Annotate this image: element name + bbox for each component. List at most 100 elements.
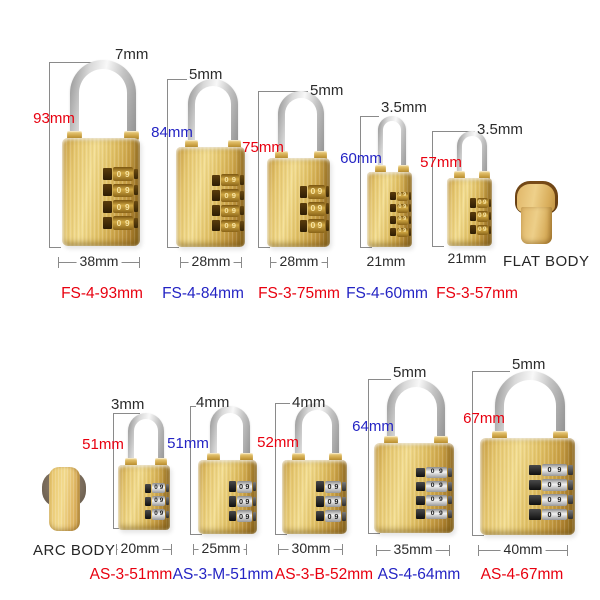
body-height-label: 60mm (340, 150, 382, 167)
shackle-collar-left (184, 140, 198, 149)
dial-digit: 0 (116, 185, 122, 196)
width-tick-right (566, 545, 568, 556)
body-height-label: 57mm (420, 154, 462, 171)
dial-edge (240, 221, 244, 231)
dial-digit: 9 (403, 204, 407, 211)
dial-edge (342, 496, 346, 507)
body-width-label: 28mm (188, 254, 234, 269)
shackle-diameter-label: 4mm (292, 394, 326, 411)
width-tick-left (180, 257, 182, 268)
dial-edge (240, 205, 244, 216)
dial-button (529, 479, 541, 491)
dial-digit: 9 (403, 228, 407, 235)
model-label: AS-4-64mm (377, 566, 461, 583)
model-label: FS-4-60mm (346, 285, 428, 302)
body-width-label: 35mm (390, 542, 436, 557)
dial-digit: 9 (245, 496, 250, 506)
shackle-collar-left (491, 431, 507, 440)
dial-button (299, 202, 308, 215)
dial-button (315, 481, 324, 492)
width-tick-right (138, 257, 140, 268)
shackle-collar-right (397, 165, 409, 174)
flat-body-label: FLAT BODY (503, 253, 590, 270)
dial-edge (134, 201, 139, 212)
shackle-diameter-label: 7mm (115, 46, 149, 63)
dial-edge (342, 482, 346, 492)
height-dimension-line (275, 403, 277, 534)
dial-button (315, 496, 324, 507)
dial-edge (488, 225, 492, 234)
dial-digit: 9 (317, 186, 323, 197)
dial-digit: 9 (125, 217, 130, 228)
dial-digit: 0 (239, 481, 244, 491)
dial-button (228, 496, 236, 507)
dial-digit: 0 (547, 495, 552, 505)
dial-digit: 0 (547, 465, 552, 475)
height-dimension-line (360, 116, 362, 247)
width-tick-left (116, 544, 118, 555)
dial-edge (166, 497, 169, 506)
height-dimension-bottom-tick (368, 533, 380, 535)
dial-edge (408, 192, 412, 200)
width-tick-left (376, 545, 378, 556)
body-height-label: 75mm (242, 139, 284, 156)
dial-edge (568, 480, 574, 490)
height-dimension-bottom-tick (167, 247, 179, 249)
dial-digit: 0 (154, 497, 158, 505)
dial-edge (240, 175, 244, 185)
height-dimension-line (113, 413, 115, 528)
shackle-opening (194, 86, 231, 159)
dial-digit: 9 (482, 225, 487, 233)
dial-digit: 9 (482, 198, 487, 206)
width-tick-right (326, 257, 328, 268)
dial-digit: 9 (159, 484, 164, 492)
height-dimension-bottom-tick (190, 534, 202, 536)
dial-digit: 9 (439, 468, 443, 476)
shackle-collar-right (124, 131, 139, 140)
height-dimension-bottom-tick (360, 247, 372, 249)
shackle-collar-right (434, 436, 448, 445)
height-dimension-line (368, 379, 370, 533)
arc-body-label: ARC BODY (33, 542, 116, 559)
dial-button (145, 483, 152, 493)
dial-digit: 9 (439, 482, 443, 490)
dial-digit: 9 (403, 216, 407, 223)
flat-body-image (513, 181, 559, 244)
dial-digit: 9 (557, 509, 562, 519)
body-height-label: 64mm (352, 418, 394, 435)
dial-digit: 9 (317, 220, 323, 231)
dial-digit: 9 (439, 495, 443, 503)
model-label: FS-4-93mm (61, 285, 143, 302)
shackle-dimension-line (432, 131, 475, 133)
body-height-label: 84mm (151, 124, 193, 141)
dial-digit: 0 (478, 225, 482, 233)
body-height-label: 51mm (167, 435, 209, 452)
dial-edge (408, 204, 412, 212)
body-width-label: 38mm (76, 254, 122, 269)
dial-digit: 0 (430, 495, 435, 503)
